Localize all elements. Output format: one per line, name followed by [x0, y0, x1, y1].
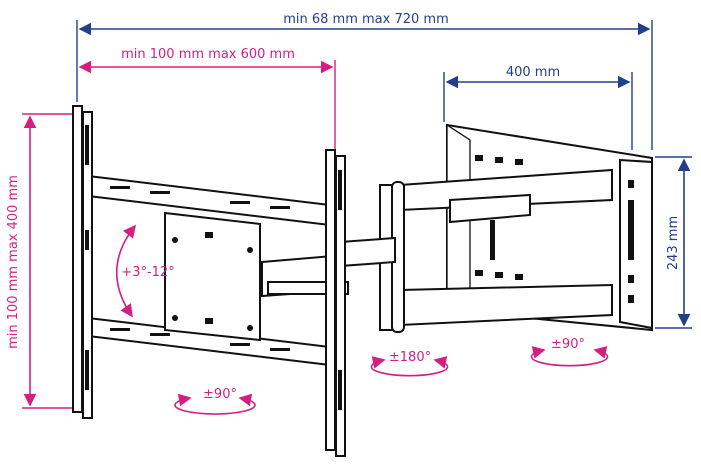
arm-bracket — [379, 168, 613, 333]
wall-plate-width-label: 400 mm — [506, 65, 560, 80]
tv-swivel-label: ±90° — [203, 387, 237, 402]
tv-swivel-arrow — [174, 393, 256, 415]
vesa-width-label: min 100 mm max 600 mm — [121, 47, 295, 62]
arm-swivel-label: ±180° — [389, 350, 431, 365]
wall-plate-height-label: 243 mm — [666, 216, 681, 270]
wall-swivel-arrow — [530, 346, 609, 367]
extension-lines — [22, 20, 692, 409]
wall-swivel-label: ±90° — [551, 337, 585, 352]
total-depth-label: min 68 mm max 720 mm — [283, 12, 449, 27]
vesa-height-label: min 100 mm max 400 mm — [6, 175, 21, 349]
tilt-label: +3°-12° — [121, 265, 174, 280]
arm-swivel-arrow — [370, 356, 449, 377]
center-plate — [164, 211, 261, 342]
vertical-uprights — [72, 105, 346, 457]
tilt-arrow — [115, 224, 136, 318]
